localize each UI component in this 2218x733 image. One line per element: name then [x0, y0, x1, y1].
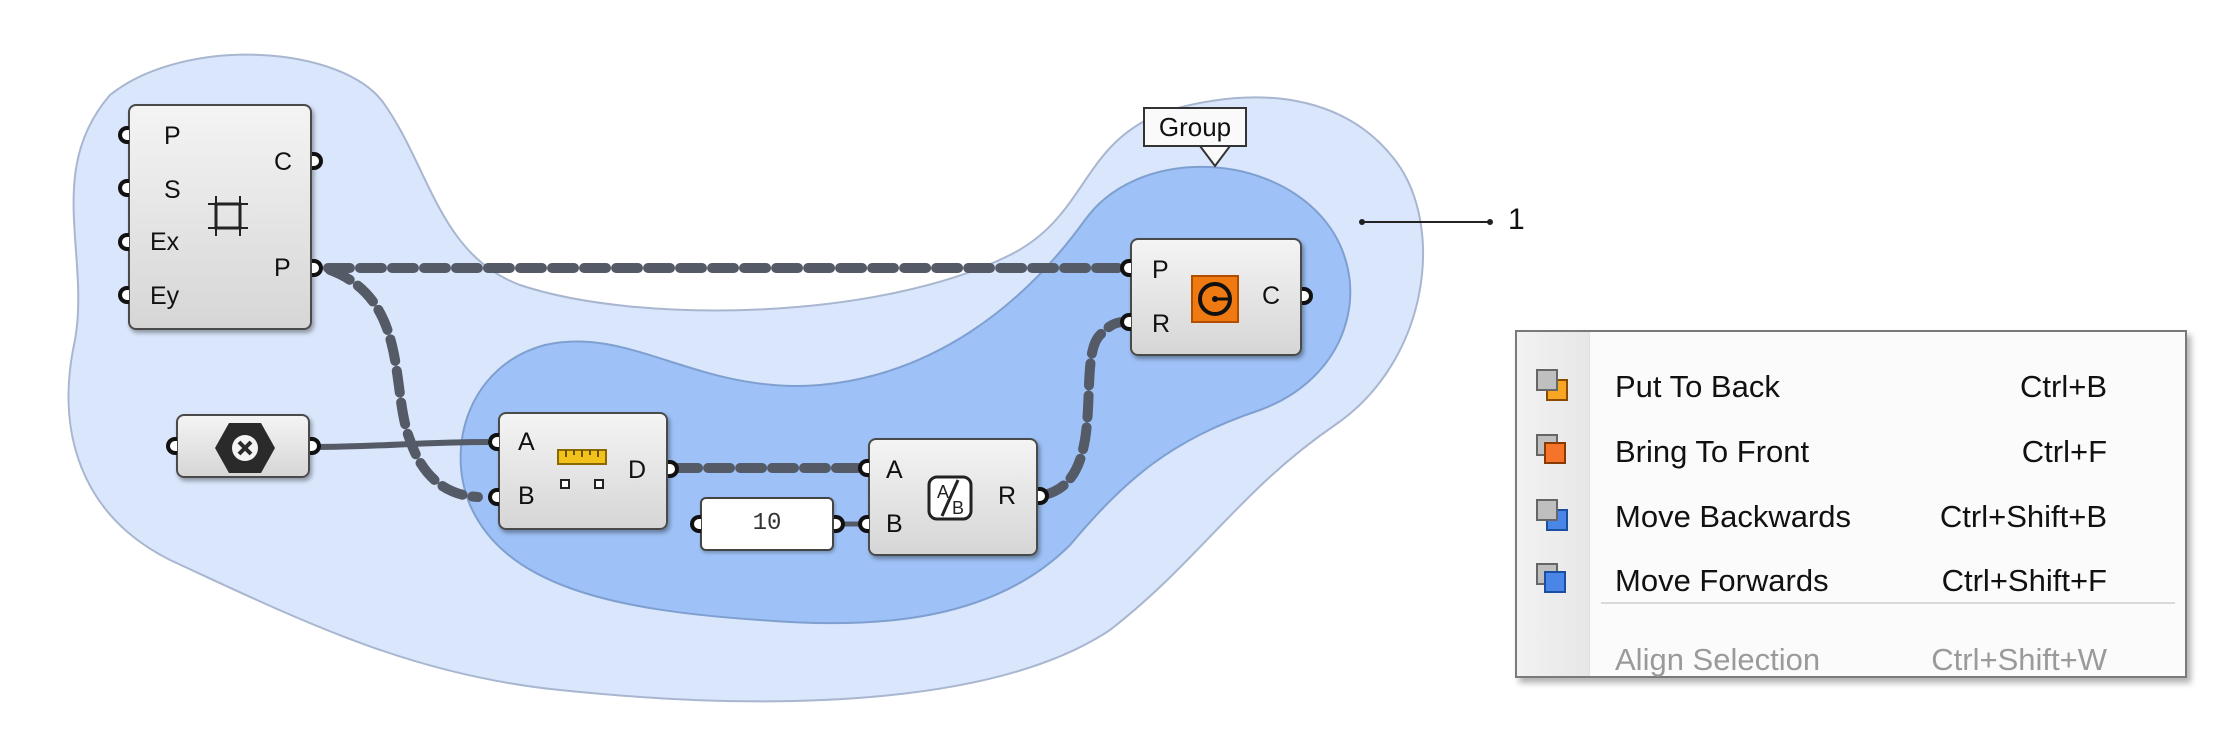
menu-item-move-backwards[interactable]: Move Backwards Ctrl+Shift+B: [1517, 486, 2185, 542]
menu-item-shortcut: Ctrl+B: [2020, 369, 2107, 404]
relay-component[interactable]: [176, 414, 310, 478]
callout-leader-dot-left: [1359, 219, 1365, 225]
rectangle-component[interactable]: P S Ex Ey C P: [128, 104, 312, 330]
division-input-b-grip[interactable]: [858, 515, 869, 533]
relay-output-grip[interactable]: [310, 437, 321, 455]
menu-item-label: Bring To Front: [1615, 434, 1810, 469]
menu-item-label: Put To Back: [1615, 369, 1780, 404]
menu-item-put-to-back[interactable]: Put To Back Ctrl+B: [1517, 356, 2185, 412]
close-hexagon-icon: [215, 423, 275, 473]
menu-item-label: Move Backwards: [1615, 499, 1852, 534]
outer-group-blob[interactable]: [67, 53, 1425, 703]
callout-leader-dot-right: [1487, 219, 1493, 225]
division-input-a-label: A: [886, 456, 903, 484]
rect-input-ey-label: Ey: [150, 282, 180, 310]
context-menu: Put To Back Ctrl+B Bring To Front Ctrl+F…: [1515, 330, 2187, 678]
circle-input-p-label: P: [1152, 256, 1169, 284]
wire-relay-to-distance-a: [311, 439, 489, 450]
circle-input-r-label: R: [1152, 310, 1171, 338]
distance-input-b-label: B: [518, 482, 535, 510]
inner-group-blob[interactable]: [459, 165, 1352, 625]
distance-output-d-grip[interactable]: [668, 460, 679, 478]
division-input-b-label: B: [886, 510, 903, 538]
svg-text:B: B: [952, 498, 964, 518]
rectangle-icon: [208, 196, 248, 236]
move-backwards-icon: [1536, 499, 1568, 531]
put-to-back-icon: [1536, 369, 1568, 401]
circle-input-r-grip[interactable]: [1120, 313, 1131, 331]
rect-input-s-grip[interactable]: [118, 179, 129, 197]
rect-input-ex-label: Ex: [150, 228, 180, 256]
menu-item-label: Align Selection: [1615, 642, 1821, 677]
rect-output-p-grip[interactable]: [312, 259, 323, 277]
wire-rect-p-to-distance-b: [325, 265, 483, 502]
ruler-icon: [557, 449, 607, 489]
circle-output-c-grip[interactable]: [1302, 287, 1313, 305]
menu-item-shortcut: Ctrl+Shift+W: [1931, 642, 2107, 677]
menu-item-bring-to-front[interactable]: Bring To Front Ctrl+F: [1517, 421, 2185, 477]
distance-input-a-grip[interactable]: [488, 433, 499, 451]
menu-item-label: Move Forwards: [1615, 563, 1829, 598]
bring-to-front-icon: [1536, 434, 1566, 464]
menu-item-move-forwards[interactable]: Move Forwards Ctrl+Shift+F: [1517, 550, 2185, 606]
rect-input-s-label: S: [164, 176, 181, 204]
callout-number: 1: [1508, 203, 1525, 236]
distance-input-b-grip[interactable]: [488, 488, 499, 506]
rect-input-p-label: P: [164, 122, 181, 150]
menu-item-shortcut: Ctrl+Shift+F: [1941, 563, 2107, 598]
number-slider[interactable]: 10: [700, 497, 834, 551]
svg-text:A: A: [937, 482, 949, 502]
rect-output-p-label: P: [274, 254, 291, 282]
distance-output-d-label: D: [628, 456, 647, 484]
move-forwards-icon: [1536, 563, 1566, 593]
rect-input-p-grip[interactable]: [118, 126, 129, 144]
division-output-r-grip[interactable]: [1038, 487, 1049, 505]
division-input-a-grip[interactable]: [858, 459, 869, 477]
rect-output-c-grip[interactable]: [312, 152, 323, 170]
distance-input-a-label: A: [518, 428, 535, 456]
wire-division-r-to-circle-r: [1039, 317, 1129, 500]
rect-input-ex-grip[interactable]: [118, 233, 129, 251]
group-tag[interactable]: Group: [1143, 107, 1247, 147]
relay-input-grip[interactable]: [166, 437, 177, 455]
circle-output-c-label: C: [1262, 282, 1281, 310]
circle-component[interactable]: P R C: [1130, 238, 1302, 356]
distance-component[interactable]: A B D: [498, 412, 668, 530]
division-icon: A B: [927, 475, 973, 521]
division-component[interactable]: A B R A B: [868, 438, 1038, 556]
rect-input-ey-grip[interactable]: [118, 286, 129, 304]
menu-item-shortcut: Ctrl+Shift+B: [1939, 499, 2107, 534]
circle-icon: [1191, 275, 1239, 323]
circle-input-p-grip[interactable]: [1120, 259, 1131, 277]
menu-item-align-selection[interactable]: Align Selection Ctrl+Shift+W: [1517, 629, 2185, 685]
menu-item-shortcut: Ctrl+F: [2021, 434, 2107, 469]
menu-separator: [1601, 602, 2175, 604]
number-slider-input-grip[interactable]: [690, 515, 701, 533]
number-slider-output-grip[interactable]: [834, 515, 845, 533]
division-output-r-label: R: [998, 482, 1017, 510]
rect-output-c-label: C: [274, 148, 293, 176]
